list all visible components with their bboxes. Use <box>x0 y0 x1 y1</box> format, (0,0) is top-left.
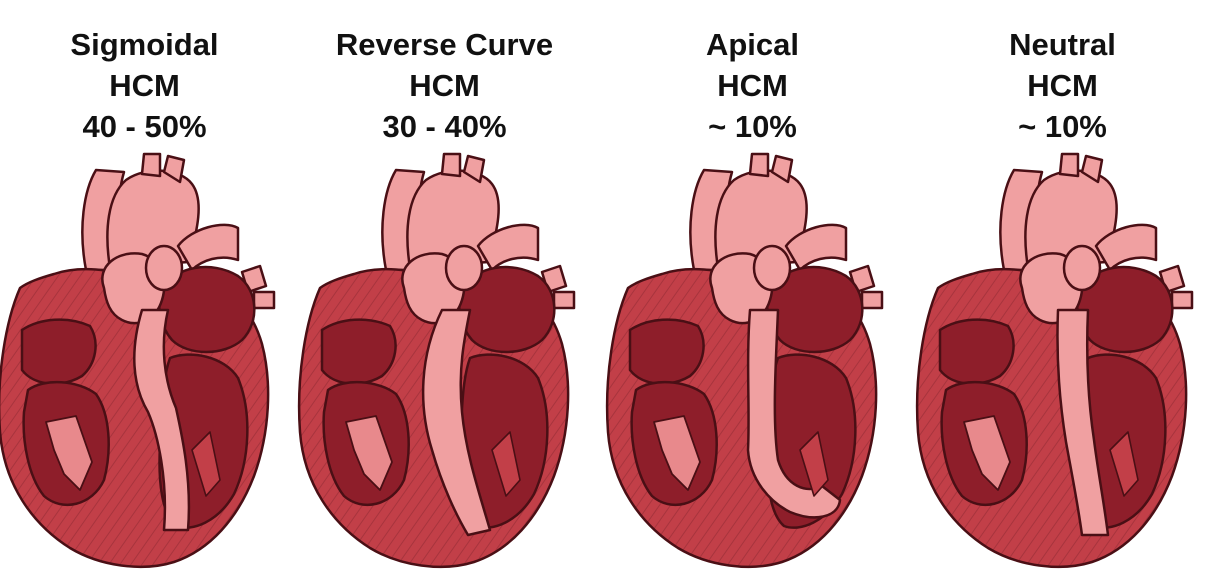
pulmonary-vein <box>254 292 274 308</box>
right-atrium <box>22 320 96 384</box>
right-atrium <box>322 320 396 384</box>
aortic-branch <box>142 154 160 176</box>
pulmonary-vein <box>554 292 574 308</box>
panel-neutral: Neutral HCM ~ 10% <box>910 0 1215 574</box>
pulmonary-valve <box>1064 246 1100 290</box>
type-name: Apical <box>600 24 905 65</box>
type-prevalence: 30 - 40% <box>292 106 597 147</box>
type-name: Neutral <box>910 24 1215 65</box>
type-prevalence: ~ 10% <box>600 106 905 147</box>
pulmonary-vein <box>1172 292 1192 308</box>
heart-illustration-sigmoidal <box>0 150 297 574</box>
pulmonary-valve <box>446 246 482 290</box>
panel-reverse-curve: Reverse Curve HCM 30 - 40% <box>292 0 597 574</box>
heart-illustration-apical <box>600 150 905 574</box>
type-abbrev: HCM <box>600 65 905 106</box>
aortic-branch <box>1060 154 1078 176</box>
pulmonary-vein <box>862 292 882 308</box>
pulmonary-valve <box>146 246 182 290</box>
aortic-branch <box>750 154 768 176</box>
type-name: Sigmoidal <box>0 24 297 65</box>
type-prevalence: 40 - 50% <box>0 106 297 147</box>
panel-sigmoidal: Sigmoidal HCM 40 - 50% <box>0 0 297 574</box>
pulmonary-valve <box>754 246 790 290</box>
type-abbrev: HCM <box>910 65 1215 106</box>
type-abbrev: HCM <box>0 65 297 106</box>
type-prevalence: ~ 10% <box>910 106 1215 147</box>
type-label: Neutral HCM ~ 10% <box>910 24 1215 147</box>
type-name: Reverse Curve <box>292 24 597 65</box>
panel-apical: Apical HCM ~ 10% <box>600 0 905 574</box>
type-label: Reverse Curve HCM 30 - 40% <box>292 24 597 147</box>
type-label: Sigmoidal HCM 40 - 50% <box>0 24 297 147</box>
aortic-branch <box>442 154 460 176</box>
type-label: Apical HCM ~ 10% <box>600 24 905 147</box>
heart-illustration-neutral <box>910 150 1215 574</box>
right-atrium <box>630 320 704 384</box>
type-abbrev: HCM <box>292 65 597 106</box>
heart-illustration-reverse-curve <box>292 150 597 574</box>
right-atrium <box>940 320 1014 384</box>
